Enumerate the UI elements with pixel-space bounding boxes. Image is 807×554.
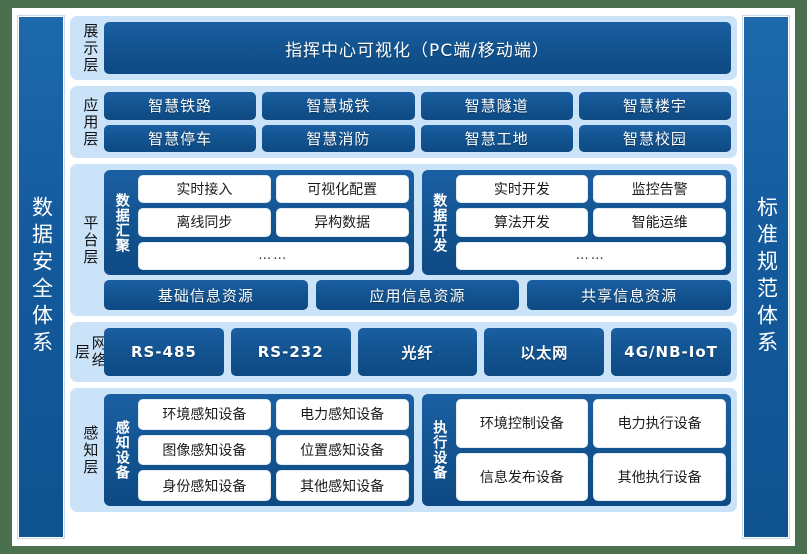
platform-group-2-grid: 实时开发 监控告警 算法开发 智能运维 …… [455, 175, 726, 270]
platform-groups: 数据汇聚 实时接入 可视化配置 离线同步 异构数据 [104, 170, 731, 275]
network-item-ethernet[interactable]: 以太网 [484, 328, 605, 376]
platform-group-data-aggregation: 数据汇聚 实时接入 可视化配置 离线同步 异构数据 [104, 170, 414, 275]
app-item-smart-campus[interactable]: 智慧校园 [578, 124, 731, 152]
layer-display: 展示层 指挥中心可视化（PC端/移动端） [70, 16, 737, 80]
platform-item-intelligent-ops[interactable]: 智能运维 [593, 208, 726, 237]
sensing-group-1-title-text: 感知设备 [113, 420, 130, 480]
pillar-standard-specification: 标准规范体系 [743, 16, 789, 538]
platform-group-2-title: 数据开发 [427, 175, 451, 270]
application-row-2: 智慧停车 智慧消防 智慧工地 智慧校园 [104, 124, 731, 152]
app-item-smart-parking[interactable]: 智慧停车 [104, 124, 257, 152]
app-item-smart-construction-site[interactable]: 智慧工地 [420, 124, 573, 152]
actuator-item-info-publishing[interactable]: 信息发布设备 [455, 452, 589, 501]
layer-display-label-text: 展示层 [81, 22, 100, 74]
layer-network-label: 网络层 [73, 328, 108, 376]
app-item-smart-firefighting[interactable]: 智慧消防 [262, 124, 415, 152]
network-item-optical-fiber[interactable]: 光纤 [357, 328, 478, 376]
layer-application: 应用层 智慧铁路 智慧城铁 智慧隧道 智慧楼宇 智慧停车 智慧消防 智慧工地 智… [70, 86, 737, 158]
layer-application-label: 应用层 [76, 92, 104, 152]
layer-platform: 平台层 数据汇聚 实时接入 可视化配置 [70, 164, 737, 316]
layer-platform-label: 平台层 [76, 170, 104, 310]
layer-network-label-text: 网络层 [73, 335, 108, 369]
layer-network-body: RS-485 RS-232 光纤 以太网 4G/NB-IoT [104, 328, 731, 376]
layer-application-body: 智慧铁路 智慧城铁 智慧隧道 智慧楼宇 智慧停车 智慧消防 智慧工地 智慧校园 [104, 92, 731, 152]
platform-item-more-aggregation[interactable]: …… [138, 241, 409, 270]
platform-item-more-development[interactable]: …… [455, 241, 726, 270]
sensing-group-1-row-2: 图像感知设备 位置感知设备 [138, 434, 409, 466]
sensing-group-1-row-3: 身份感知设备 其他感知设备 [138, 470, 409, 502]
sensing-item-image-sensor[interactable]: 图像感知设备 [138, 434, 271, 466]
platform-group-1-title-text: 数据汇聚 [113, 192, 130, 253]
platform-group-2-row-1: 实时开发 监控告警 [455, 175, 726, 204]
layer-sensing-label: 感知层 [76, 394, 104, 506]
layer-network: 网络层 RS-485 RS-232 光纤 以太网 4G/NB-IoT [70, 322, 737, 382]
layer-sensing: 感知层 感知设备 环境感知设备 电力感知设备 [70, 388, 737, 512]
network-item-rs485[interactable]: RS-485 [104, 328, 224, 376]
platform-item-visual-config[interactable]: 可视化配置 [275, 175, 409, 204]
app-item-smart-railway[interactable]: 智慧铁路 [104, 92, 257, 120]
sensing-group-2-title-text: 执行设备 [431, 420, 448, 480]
platform-group-data-development: 数据开发 实时开发 监控告警 算法开发 智能运维 [421, 170, 731, 275]
layer-display-label: 展示层 [76, 22, 104, 74]
app-item-smart-building[interactable]: 智慧楼宇 [578, 92, 731, 120]
resource-item-shared-info[interactable]: 共享信息资源 [527, 280, 732, 310]
network-item-4g-nbiot[interactable]: 4G/NB-IoT [611, 328, 731, 376]
layer-display-body: 指挥中心可视化（PC端/移动端） [104, 22, 731, 74]
sensing-group-2-grid: 环境控制设备 电力执行设备 信息发布设备 其他执行设备 [455, 399, 726, 501]
sensing-item-other-sensor[interactable]: 其他感知设备 [275, 470, 409, 502]
sensing-group-actuator-devices: 执行设备 环境控制设备 电力执行设备 信息发布设备 其他执行设备 [421, 394, 731, 506]
sensing-groups: 感知设备 环境感知设备 电力感知设备 图像感知设备 位置感知设备 [104, 394, 731, 506]
platform-item-realtime-development[interactable]: 实时开发 [455, 175, 589, 204]
application-row-1: 智慧铁路 智慧城铁 智慧隧道 智慧楼宇 [104, 92, 731, 120]
network-item-rs232[interactable]: RS-232 [230, 328, 351, 376]
layer-platform-label-text: 平台层 [81, 214, 100, 266]
platform-item-algorithm-development[interactable]: 算法开发 [455, 208, 589, 237]
pillar-data-security: 数据安全体系 [18, 16, 64, 538]
platform-group-2-row-2: 算法开发 智能运维 [455, 208, 726, 237]
platform-group-1-row-3: …… [138, 241, 409, 270]
platform-group-2-row-3: …… [455, 241, 726, 270]
actuator-item-power-actuator[interactable]: 电力执行设备 [593, 399, 726, 448]
pillar-right-label: 标准规范体系 [754, 196, 779, 358]
actuator-item-other-actuator[interactable]: 其他执行设备 [593, 452, 726, 501]
actuator-item-environment-control[interactable]: 环境控制设备 [455, 399, 589, 448]
layer-sensing-body: 感知设备 环境感知设备 电力感知设备 图像感知设备 位置感知设备 [104, 394, 731, 506]
platform-item-monitoring-alarm[interactable]: 监控告警 [593, 175, 726, 204]
sensing-group-sensor-devices: 感知设备 环境感知设备 电力感知设备 图像感知设备 位置感知设备 [104, 394, 414, 506]
platform-group-1-row-1: 实时接入 可视化配置 [138, 175, 409, 204]
sensing-group-2-row-1: 环境控制设备 电力执行设备 [455, 399, 726, 448]
network-items-row: RS-485 RS-232 光纤 以太网 4G/NB-IoT [104, 328, 731, 376]
sensing-group-2-title: 执行设备 [427, 399, 451, 501]
architecture-frame: 数据安全体系 展示层 指挥中心可视化（PC端/移动端） 应用层 [12, 8, 795, 546]
sensing-group-1-row-1: 环境感知设备 电力感知设备 [138, 399, 409, 430]
pillar-left-label: 数据安全体系 [29, 196, 54, 358]
sensing-item-environment-sensor[interactable]: 环境感知设备 [138, 399, 271, 430]
layer-application-label-text: 应用层 [81, 96, 100, 148]
platform-group-1-title: 数据汇聚 [109, 175, 133, 270]
layer-stack: 展示层 指挥中心可视化（PC端/移动端） 应用层 智慧铁路 智慧城铁 智慧隧道 … [70, 16, 737, 538]
sensing-group-1-grid: 环境感知设备 电力感知设备 图像感知设备 位置感知设备 身份感知设备 其他感知设… [138, 399, 409, 502]
app-item-smart-tunnel[interactable]: 智慧隧道 [420, 92, 573, 120]
platform-group-1-row-2: 离线同步 异构数据 [138, 208, 409, 237]
resource-item-application-info[interactable]: 应用信息资源 [315, 280, 520, 310]
display-command-center-box[interactable]: 指挥中心可视化（PC端/移动端） [104, 22, 731, 74]
platform-group-1-grid: 实时接入 可视化配置 离线同步 异构数据 …… [138, 175, 409, 270]
platform-item-realtime-ingest[interactable]: 实时接入 [138, 175, 271, 204]
resource-item-basic-info[interactable]: 基础信息资源 [104, 280, 308, 310]
platform-resource-row: 基础信息资源 应用信息资源 共享信息资源 [104, 280, 732, 310]
sensing-group-1-title: 感知设备 [109, 399, 133, 501]
sensing-item-location-sensor[interactable]: 位置感知设备 [275, 434, 409, 466]
layer-platform-body: 数据汇聚 实时接入 可视化配置 离线同步 异构数据 [104, 170, 732, 310]
sensing-item-power-sensor[interactable]: 电力感知设备 [275, 399, 409, 430]
platform-item-heterogeneous-data[interactable]: 异构数据 [275, 208, 409, 237]
layer-sensing-label-text: 感知层 [81, 424, 100, 476]
sensing-group-2-row-2: 信息发布设备 其他执行设备 [455, 452, 726, 501]
platform-item-offline-sync[interactable]: 离线同步 [138, 208, 271, 237]
platform-group-2-title-text: 数据开发 [431, 192, 448, 253]
sensing-item-identity-sensor[interactable]: 身份感知设备 [138, 470, 271, 502]
app-item-smart-urban-rail[interactable]: 智慧城铁 [262, 92, 415, 120]
